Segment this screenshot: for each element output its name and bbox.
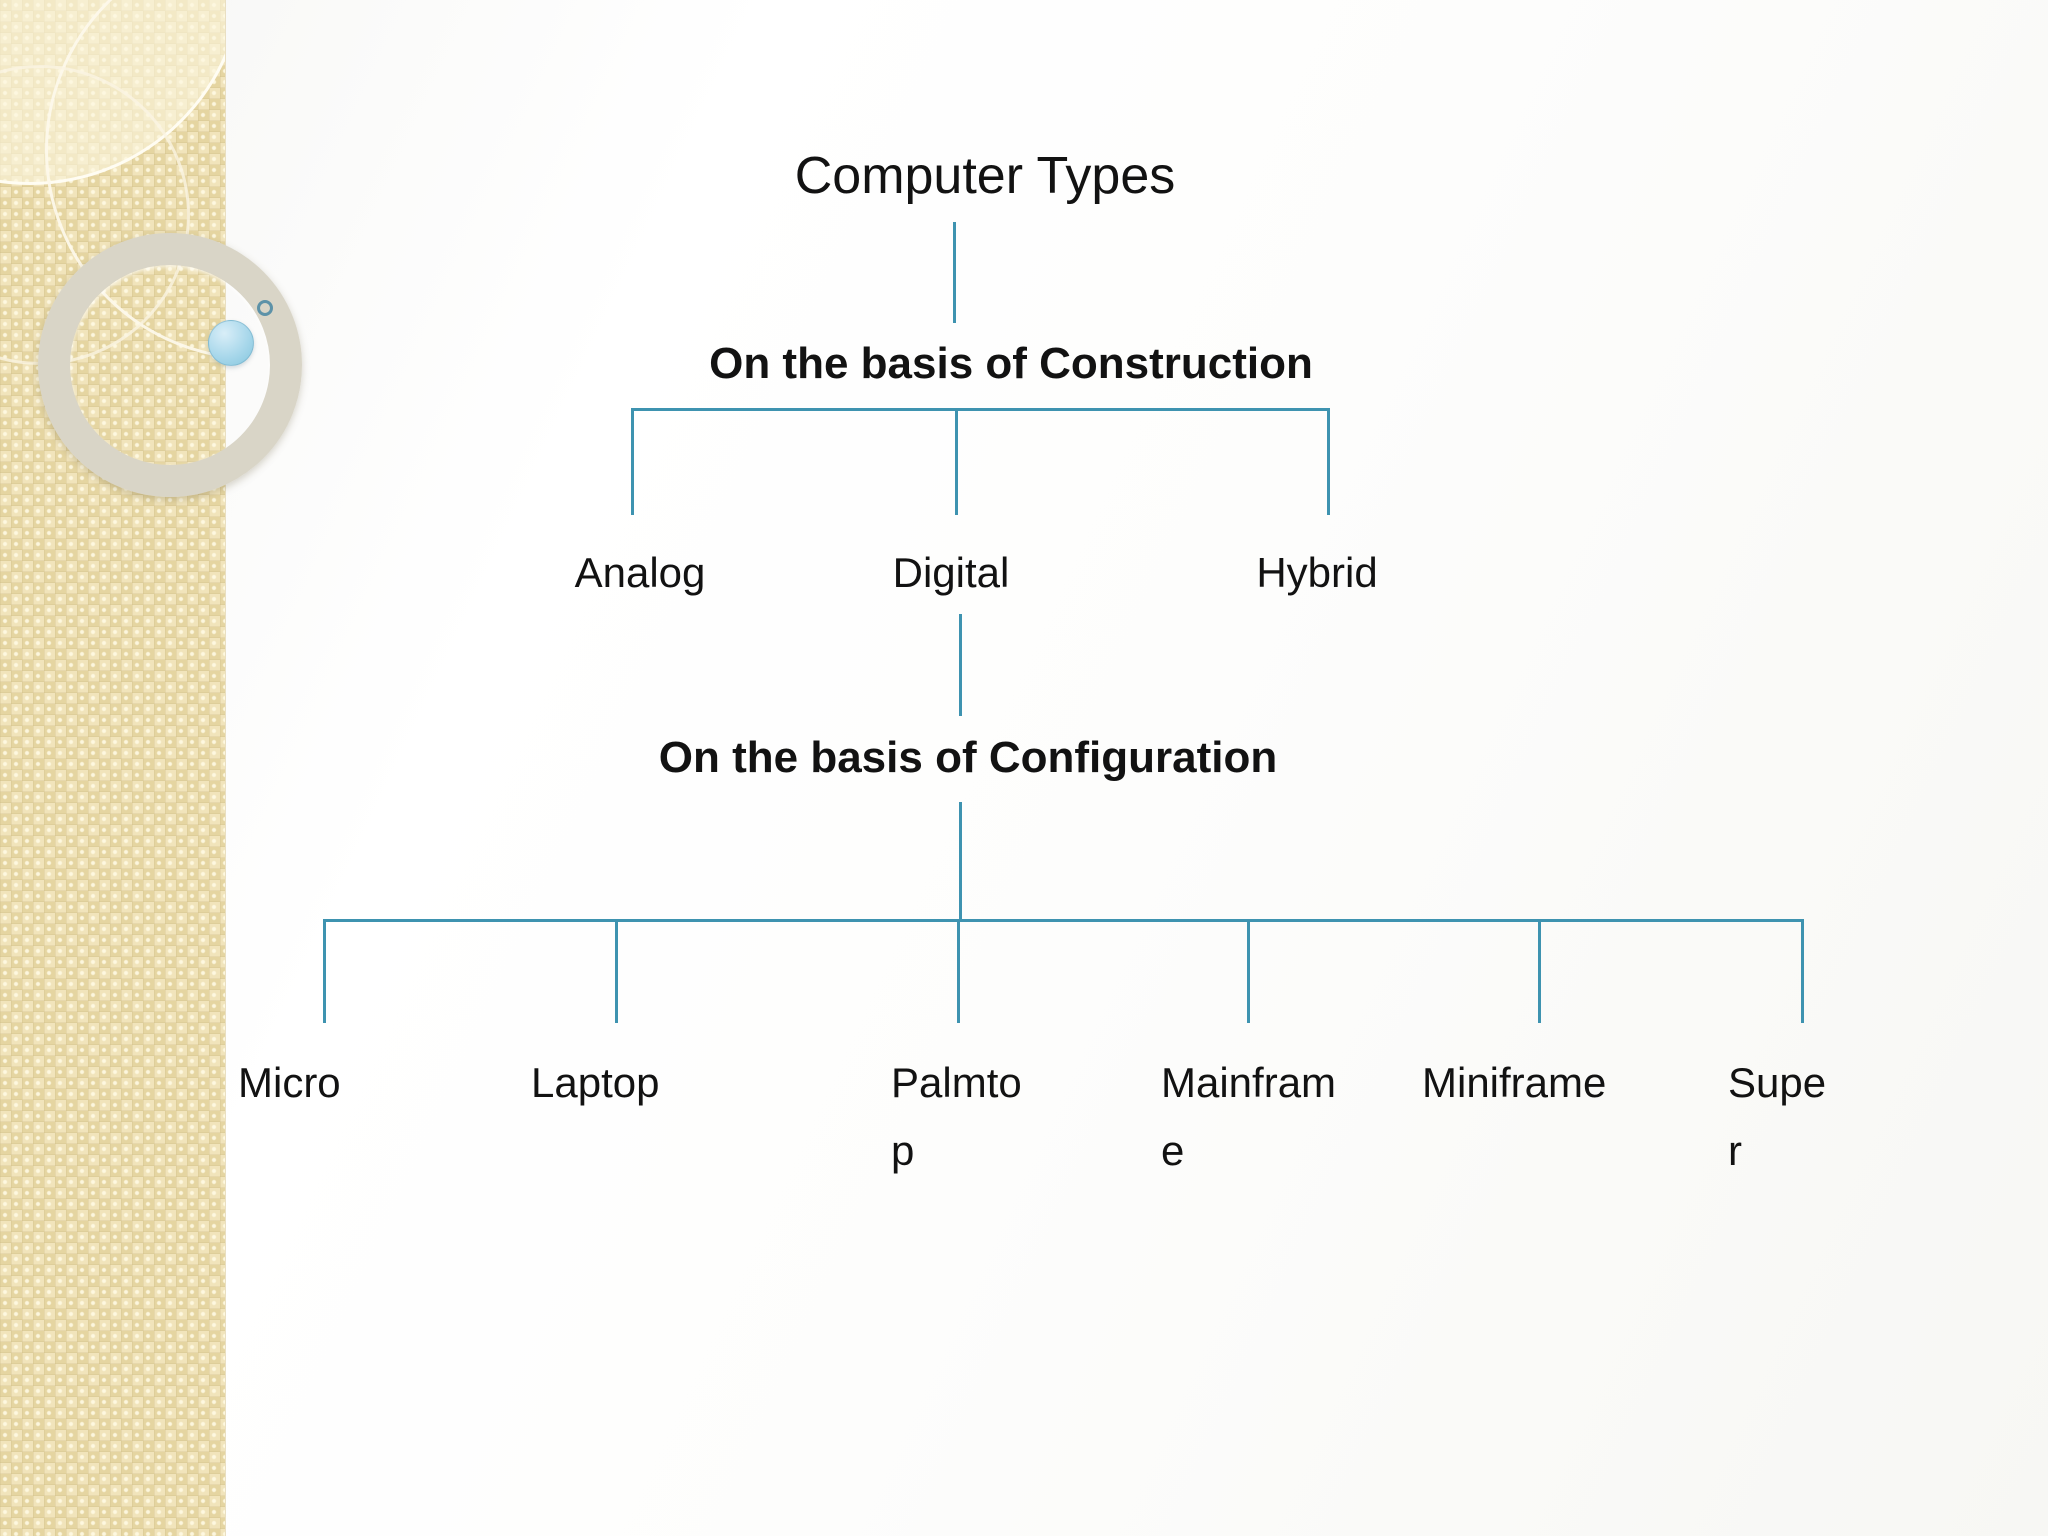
connector-configuration-to-rail bbox=[959, 802, 962, 921]
configuration-header: On the basis of Configuration bbox=[658, 733, 1278, 782]
node-mainframe-line1: Mainfram bbox=[1161, 1059, 1337, 1106]
node-laptop-line1: Laptop bbox=[531, 1059, 660, 1106]
node-mainframe-line2: e bbox=[1161, 1127, 1185, 1174]
decorative-small-ring bbox=[257, 300, 273, 316]
node-palmtop-line2: p bbox=[891, 1127, 915, 1174]
node-analog: Analog bbox=[574, 549, 706, 596]
connector-drop-digital bbox=[955, 408, 958, 515]
node-micro: Micro bbox=[238, 1049, 341, 1117]
connector-drop-palmtop bbox=[957, 919, 960, 1023]
diagram-root-label: Computer Types bbox=[794, 147, 1176, 205]
node-hybrid: Hybrid bbox=[1256, 549, 1378, 596]
node-laptop: Laptop bbox=[531, 1049, 659, 1117]
connector-drop-super bbox=[1801, 919, 1804, 1023]
node-mainframe: Mainfram e bbox=[1161, 1049, 1336, 1185]
connector-construction-rail bbox=[631, 408, 1330, 411]
node-miniframe-line1: Miniframe bbox=[1422, 1059, 1607, 1106]
node-palmtop-line1: Palmto bbox=[891, 1059, 1022, 1106]
connector-drop-laptop bbox=[615, 919, 618, 1023]
decorative-blue-bubble bbox=[208, 320, 254, 366]
sidebar-decoration bbox=[0, 0, 226, 1536]
connector-drop-analog bbox=[631, 408, 634, 515]
node-super-line1: Supe bbox=[1728, 1059, 1827, 1106]
decorative-gray-ring bbox=[38, 233, 302, 497]
connector-configuration-rail bbox=[323, 919, 1804, 922]
node-super: Supe r bbox=[1728, 1049, 1826, 1185]
node-micro-line1: Micro bbox=[238, 1059, 341, 1106]
connector-digital-to-configuration bbox=[959, 614, 962, 716]
connector-drop-mainframe bbox=[1247, 919, 1250, 1023]
connector-drop-miniframe bbox=[1538, 919, 1541, 1023]
node-digital: Digital bbox=[892, 549, 1010, 596]
node-palmtop: Palmto p bbox=[891, 1049, 1022, 1185]
node-miniframe: Miniframe bbox=[1422, 1049, 1606, 1117]
connector-drop-hybrid bbox=[1327, 408, 1330, 515]
connector-root-to-construction bbox=[953, 222, 956, 323]
connector-drop-micro bbox=[323, 919, 326, 1023]
node-super-line2: r bbox=[1728, 1127, 1742, 1174]
construction-header: On the basis of Construction bbox=[709, 339, 1313, 388]
